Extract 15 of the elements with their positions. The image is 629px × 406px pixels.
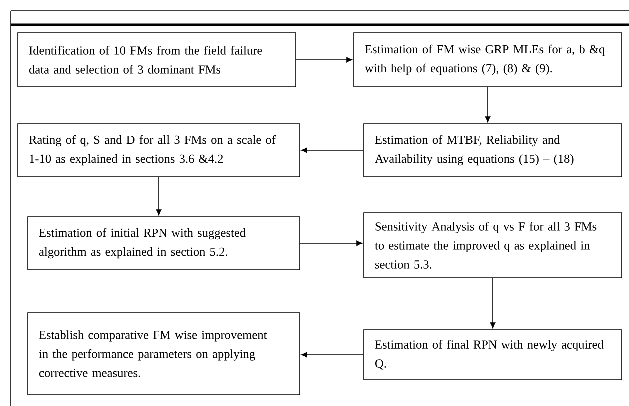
- process-box: Estimation of FM wise GRP MLEs for a, b &q with help of equations (7), (8) & (9).: [354, 32, 622, 88]
- process-box: Sensitivity Analysis of q vs F for all 3 FMs to estimate the improved q as explained in section 5.3.: [364, 212, 622, 278]
- process-box: Establish comparative FM wise improvement in the performance parameters on applying corrective measures.: [28, 312, 300, 396]
- arrow: [301, 352, 364, 358]
- process-box: Estimation of MTBF, Reliability and Availability using equations (15) – (18): [364, 124, 622, 178]
- process-box: Estimation of initial RPN with suggested algorithm as explained in section 5.2.: [28, 216, 300, 270]
- arrow: [301, 148, 364, 154]
- arrow: [490, 278, 496, 329]
- arrow: [296, 57, 353, 63]
- arrow: [485, 87, 491, 123]
- arrow: [300, 240, 363, 246]
- process-box: Estimation of final RPN with newly acquired Q.: [364, 330, 622, 380]
- process-box: Identification of 10 FMs from the field failure data and selection of 3 dominant FMs: [18, 32, 296, 88]
- arrow: [156, 176, 162, 216]
- process-box: Rating of q, S and D for all 3 FMs on a scale of 1-10 as explained in sections 3.6 &4.2: [18, 124, 300, 178]
